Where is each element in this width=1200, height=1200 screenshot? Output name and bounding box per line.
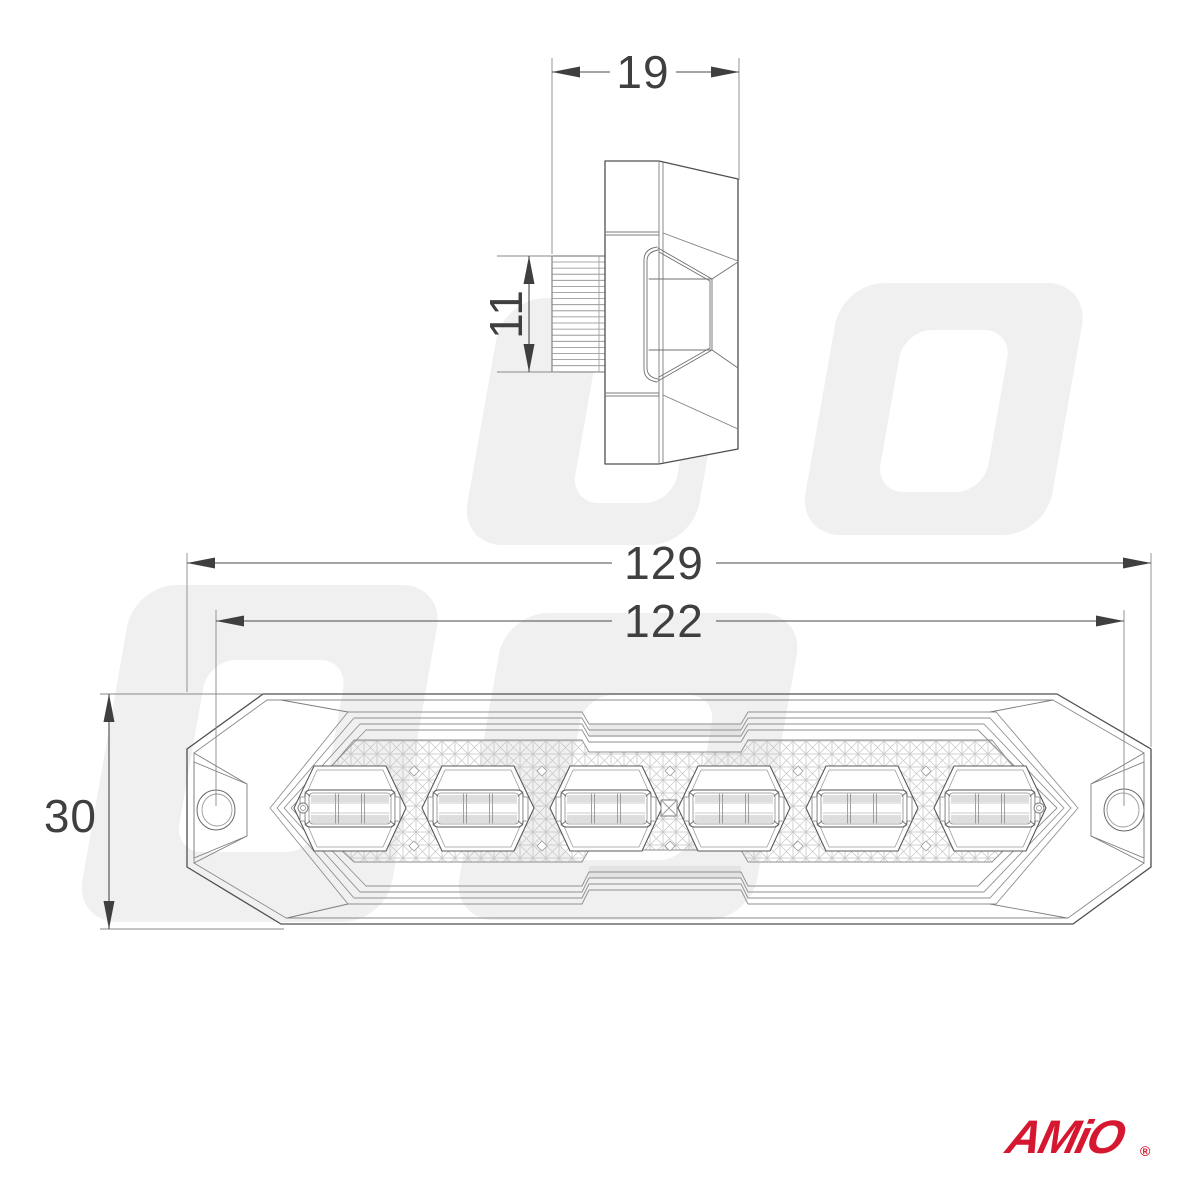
led-cell [805,765,919,852]
dim-grommet-height: 11 [480,289,532,339]
mounting-tab-right [989,699,1145,919]
led-shading-top [311,795,389,802]
side-view [551,160,739,465]
dim-depth: 19 [616,46,669,98]
mounting-tab-left [193,699,349,919]
extension-lines [100,58,1152,930]
led-cells [293,765,1047,852]
led-shading-bottom [951,815,1029,823]
registered-trademark-icon: ® [1140,1143,1151,1159]
lens-bezel-outlines [269,711,1079,905]
dim-hole-spacing: 122 [624,595,704,647]
led-shading-bottom [311,815,389,823]
front-view [186,693,1152,925]
screw-hole-left [196,789,236,831]
cell-junction-clips [408,765,932,852]
brand-logo-text: AMiO [1000,1112,1131,1164]
led-shading-top [695,795,773,802]
led-shading-top [823,795,901,802]
led-shading-bottom [695,815,773,823]
led-cell [549,765,663,852]
led-shading-top [951,795,1029,802]
lens-fixings [297,799,1045,817]
led-cell [293,765,407,852]
led-cell [933,765,1047,852]
housing-outline [186,693,1152,925]
dim-overall-width: 129 [624,537,704,589]
led-shading-top [439,795,517,802]
grommet-ribs [551,255,606,373]
side-body-outline [604,160,739,465]
brand-logo: AMiO ® [1000,1112,1151,1164]
led-shading-bottom [439,815,517,823]
dim-height: 30 [44,790,97,842]
screw-hole-right [1103,788,1145,832]
led-shading-top [567,795,645,802]
dimensions: 19 11 129 122 30 [44,46,1152,930]
led-shading-bottom [823,815,901,823]
led-cell [421,765,535,852]
dimension-arrows [103,66,1151,929]
led-shading-bottom [567,815,645,823]
dimension-lines [108,71,1151,929]
led-cell [677,765,791,852]
side-body-edges [604,160,739,465]
top-notch-shading [589,724,741,737]
side-lens-profile [643,246,739,383]
